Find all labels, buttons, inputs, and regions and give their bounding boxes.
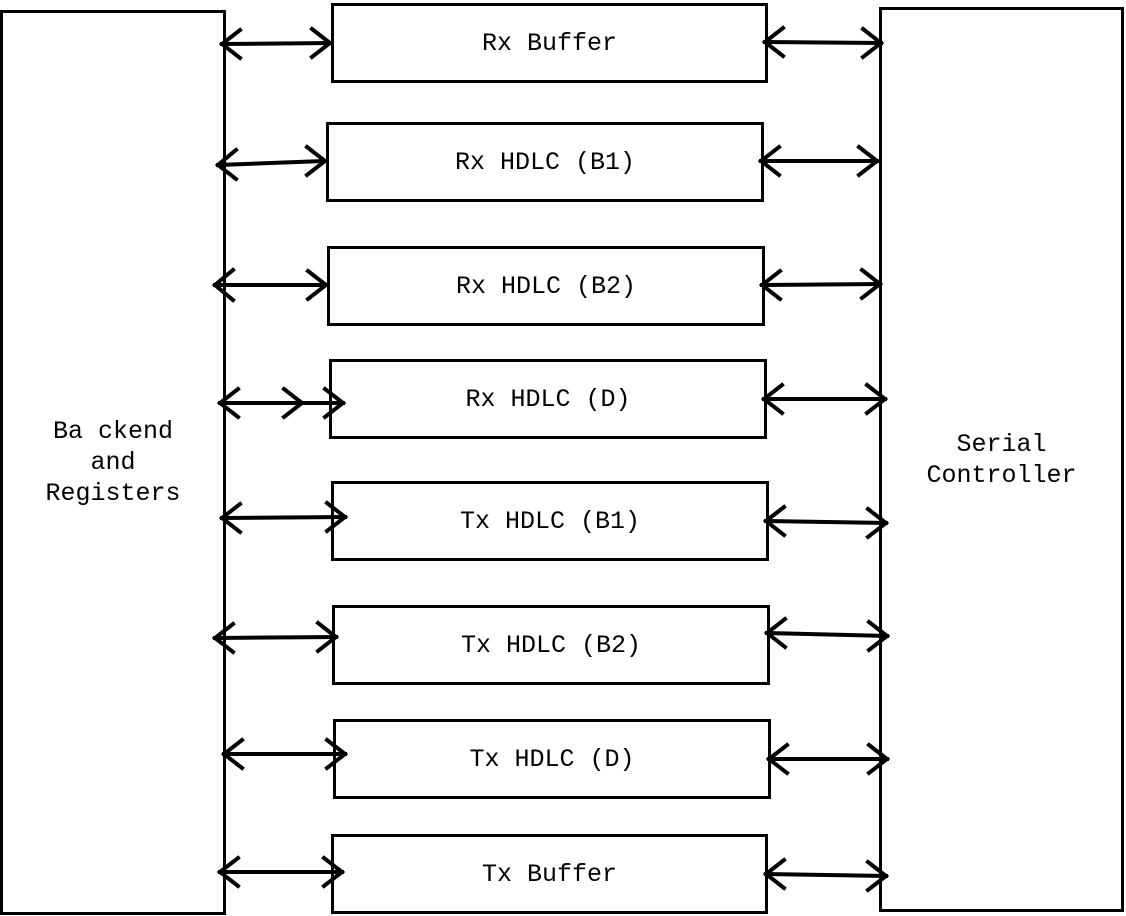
- rx-hdlc-b1-block: Rx HDLC (B1): [326, 122, 764, 202]
- rx-hdlc-b2-label: Rx HDLC (B2): [455, 271, 637, 301]
- arrow-rx-hdlc-b2-serial: [758, 267, 884, 302]
- arrow-backend-tx-buffer: [216, 855, 346, 889]
- rx-hdlc-b1-label: Rx HDLC (B1): [454, 147, 636, 177]
- tx-buffer-block: Tx Buffer: [331, 834, 768, 914]
- arrow-tx-hdlc-b1-serial: [762, 504, 890, 540]
- arrow-backend-tx-hdlc-b1: [218, 500, 349, 535]
- rx-buffer-label: Rx Buffer: [481, 28, 618, 58]
- tx-buffer-label: Tx Buffer: [481, 859, 618, 889]
- tx-hdlc-b1-block: Tx HDLC (B1): [331, 481, 769, 561]
- tx-hdlc-b2-block: Tx HDLC (B2): [332, 605, 770, 685]
- rx-hdlc-d-label: Rx HDLC (D): [465, 384, 631, 414]
- arrow-rx-buffer-serial: [761, 25, 885, 60]
- arrow-backend-tx-hdlc-b2: [211, 620, 340, 655]
- tx-hdlc-b2-label: Tx HDLC (B2): [460, 630, 642, 660]
- arrow-tx-buffer-serial: [762, 857, 890, 893]
- backend-and-registers-block: Ba ckend and Registers: [0, 10, 226, 915]
- arrow-backend-rx-hdlc-b1: [214, 144, 329, 182]
- arrow-backend-rx-hdlc-b2: [211, 267, 330, 303]
- arrow-tx-hdlc-b2-serial: [763, 616, 891, 653]
- serial-controller-block: Serial Controller: [879, 7, 1124, 912]
- serial-controller-label: Serial Controller: [926, 429, 1077, 490]
- arrow-backend-tx-hdlc-d: [220, 737, 349, 771]
- arrow-tx-hdlc-d-serial: [765, 742, 891, 776]
- arrow-rx-hdlc-b1-serial: [757, 144, 881, 178]
- backend-and-registers-label: Ba ckend and Registers: [45, 417, 181, 508]
- rx-buffer-block: Rx Buffer: [331, 3, 768, 83]
- arrow-rx-hdlc-d-serial: [760, 382, 889, 416]
- rx-hdlc-b2-block: Rx HDLC (B2): [327, 246, 765, 326]
- rx-hdlc-d-block: Rx HDLC (D): [329, 359, 767, 439]
- arrow-backend-rx-hdlc-d: [216, 386, 347, 420]
- arrow-backend-rx-buffer: [218, 26, 334, 61]
- tx-hdlc-b1-label: Tx HDLC (B1): [459, 506, 641, 536]
- tx-hdlc-d-block: Tx HDLC (D): [333, 719, 771, 799]
- tx-hdlc-d-label: Tx HDLC (D): [469, 744, 635, 774]
